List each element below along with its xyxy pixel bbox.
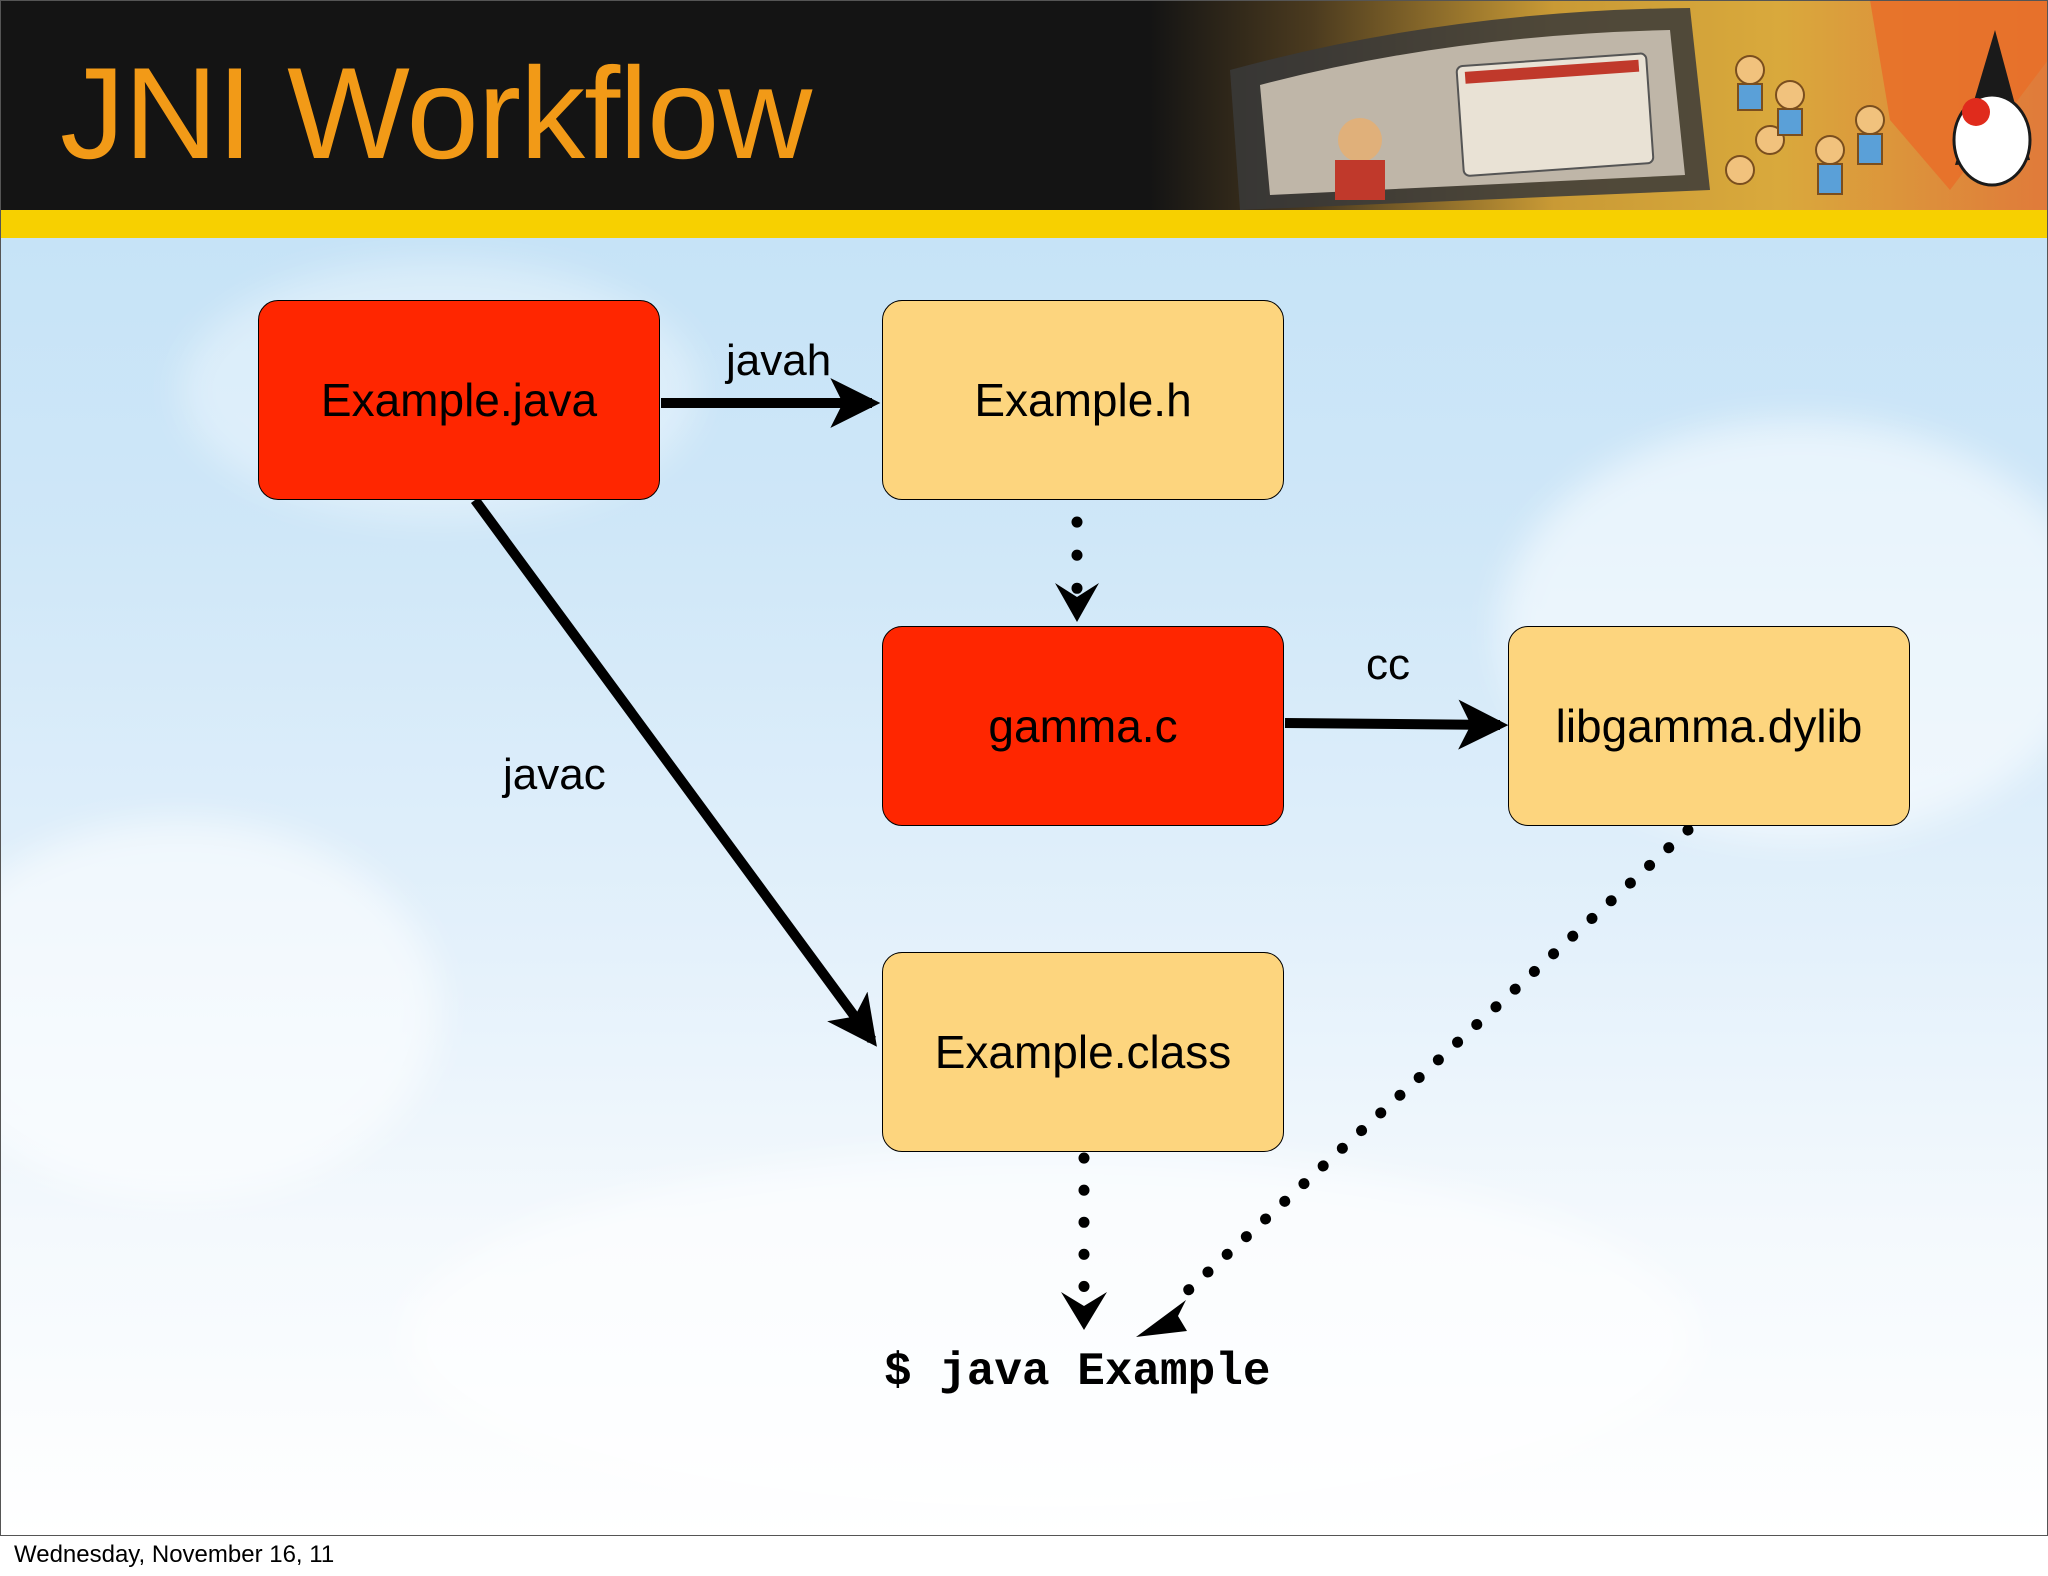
slide: JNI Workflow Example.java Example.h gamm…	[0, 0, 2048, 1536]
node-label: Example.class	[934, 1026, 1232, 1078]
node-label: Example.h	[974, 374, 1192, 426]
edge-label-javah: javah	[726, 336, 832, 385]
header-illustration	[1150, 0, 2048, 210]
include-arrowhead	[1055, 583, 1099, 622]
node-label: gamma.c	[988, 700, 1178, 752]
accent-bar	[0, 210, 2048, 238]
node-gamma-c: gamma.c	[882, 626, 1284, 826]
footer-date: Wednesday, November 16, 11	[14, 1541, 335, 1568]
lib-to-command-arrowhead	[1136, 1300, 1187, 1337]
run-command: $ java Example	[884, 1346, 1271, 1398]
edge-cc-arrow	[1284, 699, 1509, 750]
conference-illustration-icon	[1230, 0, 2048, 210]
edge-label-javac: javac	[503, 750, 606, 799]
node-example-java: Example.java	[258, 300, 660, 500]
node-libgamma-dylib: libgamma.dylib	[1508, 626, 1910, 826]
cloud	[400, 1150, 1700, 1530]
node-example-class: Example.class	[882, 952, 1284, 1152]
node-label: libgamma.dylib	[1555, 700, 1863, 752]
edge-javac-arrow	[470, 497, 877, 1047]
title-bar: JNI Workflow	[0, 0, 2048, 210]
node-label: Example.java	[320, 374, 598, 426]
edge-label-cc: cc	[1366, 640, 1410, 689]
lib-to-command-dotted-line	[1177, 824, 1694, 1301]
node-example-h: Example.h	[882, 300, 1284, 500]
slide-title: JNI Workflow	[60, 40, 812, 186]
class-to-command-arrowhead	[1061, 1292, 1107, 1330]
workflow-diagram	[470, 378, 1694, 1337]
cloud	[0, 820, 440, 1200]
